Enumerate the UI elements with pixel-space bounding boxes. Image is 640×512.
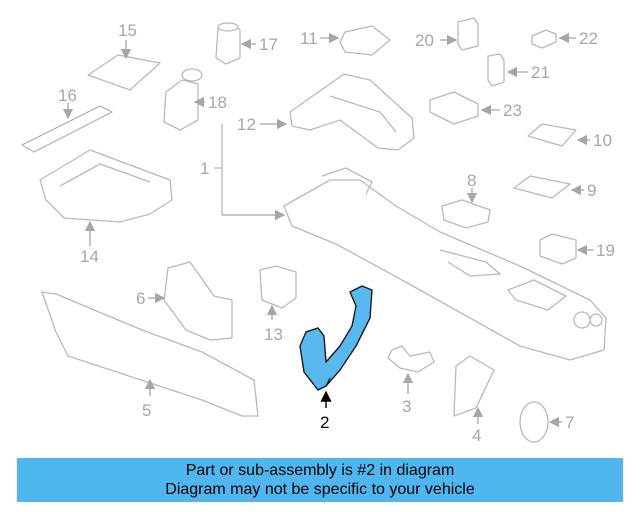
label-10: 10 [593,131,612,150]
label-6: 6 [136,289,145,308]
label-21: 21 [531,63,550,82]
label-14: 14 [80,247,99,266]
part-19-switch: 19 [539,233,615,265]
part-21-usb: 21 [487,53,550,87]
label-1: 1 [200,159,209,178]
part-6-panel: 6 [136,261,233,341]
label-16: 16 [58,86,77,105]
label-20: 20 [415,31,434,50]
part-1-console [283,167,607,361]
part-7-cap: 7 [519,401,574,443]
part-16-trim: 16 [21,86,113,153]
label-17: 17 [259,35,278,54]
label-22: 22 [579,29,598,48]
part-11-pad: 11 [300,25,391,56]
label-9: 9 [587,181,596,200]
part-22-clip: 22 [531,29,598,49]
part-15-mat: 15 [87,21,161,91]
label-2: 2 [320,413,329,432]
part-13-clip: 13 [259,265,297,344]
part-8-mat: 8 [441,171,491,229]
label-13: 13 [264,325,283,344]
info-line-1: Part or sub-assembly is #2 in diagram [185,462,455,479]
part-18-holder: 18 [163,68,227,131]
part-9-pad: 9 [513,175,596,200]
part-1-bracket: 1 [200,124,286,221]
part-23-bracket: 23 [429,91,522,125]
part-5-side-panel: 5 [41,291,259,420]
info-line-2: Diagram may not be specific to your vehi… [165,481,475,498]
label-8: 8 [467,171,476,190]
label-23: 23 [503,101,522,120]
label-11: 11 [300,29,318,48]
part-17-socket: 17 [215,22,278,65]
label-18: 18 [208,93,227,112]
label-4: 4 [472,426,481,445]
part-3-bracket: 3 [387,345,435,416]
part-4-trim: 4 [453,355,495,445]
part-12-console-trim: 12 [237,73,415,151]
part-2-highlighted: 2 [299,285,373,432]
label-7: 7 [565,413,574,432]
info-banner: Part or sub-assembly is #2 in diagram Di… [17,458,623,502]
label-19: 19 [596,241,615,260]
label-15: 15 [118,21,137,40]
part-20-switch: 20 [415,17,479,51]
part-14-tray: 14 [39,149,173,266]
label-5: 5 [142,401,151,420]
label-3: 3 [402,397,411,416]
part-10-pad: 10 [527,123,612,150]
label-12: 12 [237,115,256,134]
